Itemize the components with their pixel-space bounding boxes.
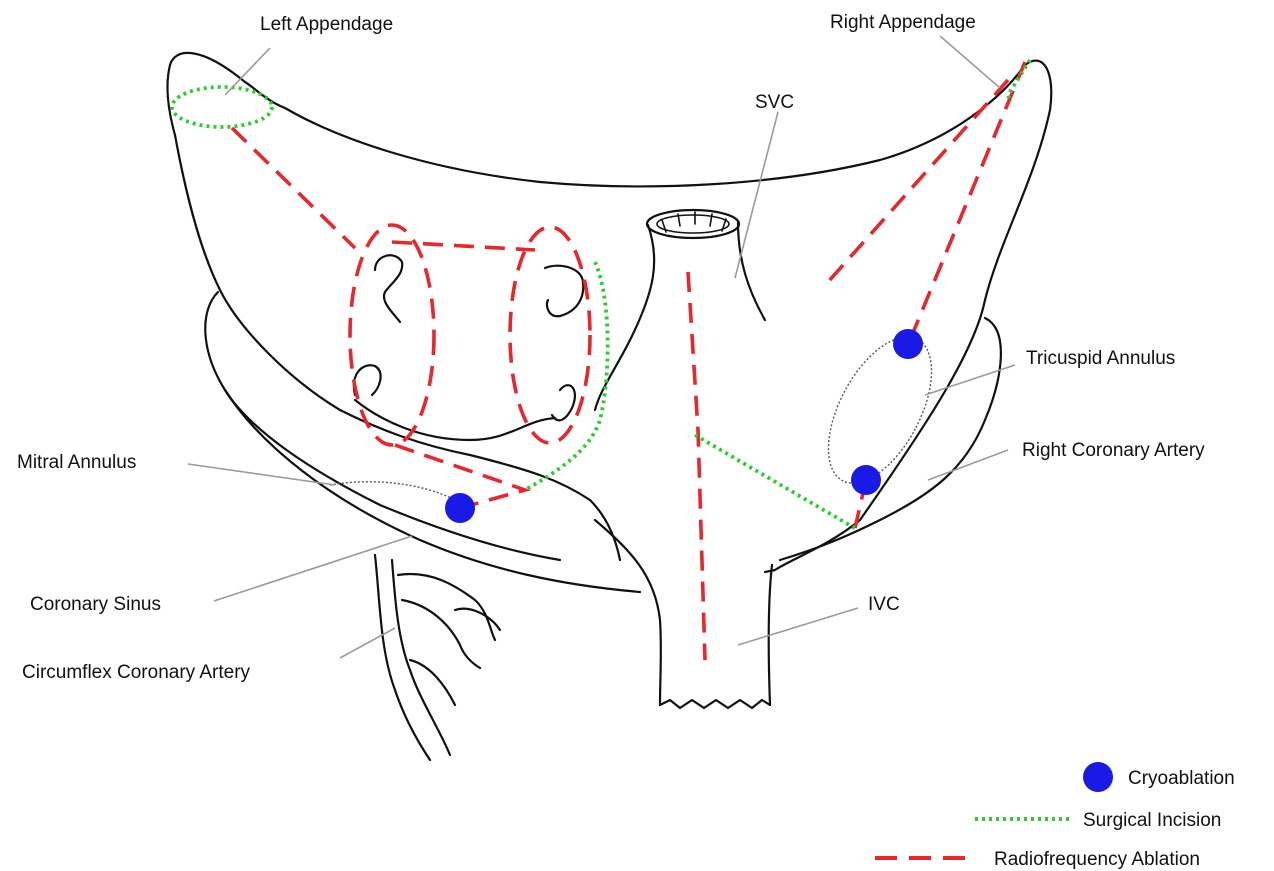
label-left-appendage: Left Appendage (260, 14, 393, 35)
rf-right-vein-isolation (510, 227, 590, 443)
circumflex-artery-trunk-2 (392, 560, 450, 755)
pulmonary-vein-upper-right (545, 266, 583, 317)
cryo-point-tricuspid-upper (893, 329, 923, 359)
si-right-atrial-incision (695, 435, 858, 530)
circumflex-artery-branch-1 (398, 574, 495, 640)
circumflex-artery-trunk (375, 555, 430, 760)
ivc-bottom-edge (660, 700, 770, 708)
anatomy-labels: Left Appendage Right Appendage SVC Tricu… (17, 12, 1205, 683)
cryoablation-points (445, 329, 923, 523)
label-svc: SVC (755, 92, 794, 113)
tricuspid-annulus-ring (807, 321, 953, 500)
label-right-appendage: Right Appendage (830, 12, 976, 33)
circumflex-artery-branch-3 (410, 660, 455, 705)
svc-right-wall (738, 222, 765, 320)
rf-intercaval-line (688, 272, 705, 660)
circumflex-artery-branch-4 (455, 609, 500, 630)
legend-surgical-incision-label: Surgical Incision (1083, 810, 1221, 831)
cryo-point-mitral (445, 493, 475, 523)
leader-tricuspid-annulus (925, 365, 1015, 395)
svc-opening-inner (657, 215, 729, 233)
cryo-point-tricuspid-lower (851, 465, 881, 495)
label-mitral-annulus: Mitral Annulus (17, 452, 136, 473)
coronary-sinus-inner (225, 390, 560, 560)
mitral-annulus-ring (330, 482, 455, 500)
pulmonary-vein-upper-left (375, 255, 402, 322)
label-coronary-sinus: Coronary Sinus (30, 594, 161, 615)
label-circumflex-coronary-artery: Circumflex Coronary Artery (22, 662, 251, 683)
leader-right-appendage (940, 36, 1000, 88)
circumflex-artery-branch-2 (402, 600, 480, 668)
right-atrium-lower-band (780, 318, 1001, 560)
legend-item-cryoablation: Cryoablation (1083, 762, 1235, 792)
pulmonary-vein-lower-left (354, 365, 381, 395)
legend-cryoablation-marker (1083, 762, 1113, 792)
atrial-body-outline (170, 53, 1051, 572)
heart-atria-outline (168, 53, 1052, 760)
si-left-appendage (172, 87, 272, 127)
leader-circumflex (340, 628, 395, 658)
leader-ivc (738, 608, 858, 645)
legend: Cryoablation Surgical Incision Radiofreq… (875, 762, 1235, 870)
label-right-coronary-artery: Right Coronary Artery (1022, 440, 1205, 461)
ivc-left-wall (595, 520, 661, 705)
leader-lines (188, 36, 1015, 658)
left-atrium-lower-outline (168, 65, 620, 560)
svc-outline (595, 225, 654, 410)
si-left-atrial-incision (525, 262, 608, 490)
rf-right-appendage-line-1 (828, 80, 1008, 282)
rf-left-appendage-line (232, 128, 355, 248)
pulmonary-vein-lower-right (552, 385, 575, 420)
label-tricuspid-annulus: Tricuspid Annulus (1026, 348, 1175, 369)
legend-radiofrequency-label: Radiofrequency Ablation (994, 849, 1200, 870)
leader-right-coronary-artery (928, 450, 1008, 480)
legend-item-radiofrequency-ablation: Radiofrequency Ablation (875, 849, 1200, 870)
legend-cryoablation-label: Cryoablation (1128, 768, 1235, 789)
rf-right-appendage-line-2 (910, 62, 1025, 340)
leader-coronary-sinus (214, 536, 412, 601)
legend-item-surgical-incision: Surgical Incision (975, 810, 1221, 831)
label-ivc: IVC (868, 594, 900, 615)
leader-svc (735, 112, 778, 278)
rf-left-vein-isolation (350, 225, 434, 445)
